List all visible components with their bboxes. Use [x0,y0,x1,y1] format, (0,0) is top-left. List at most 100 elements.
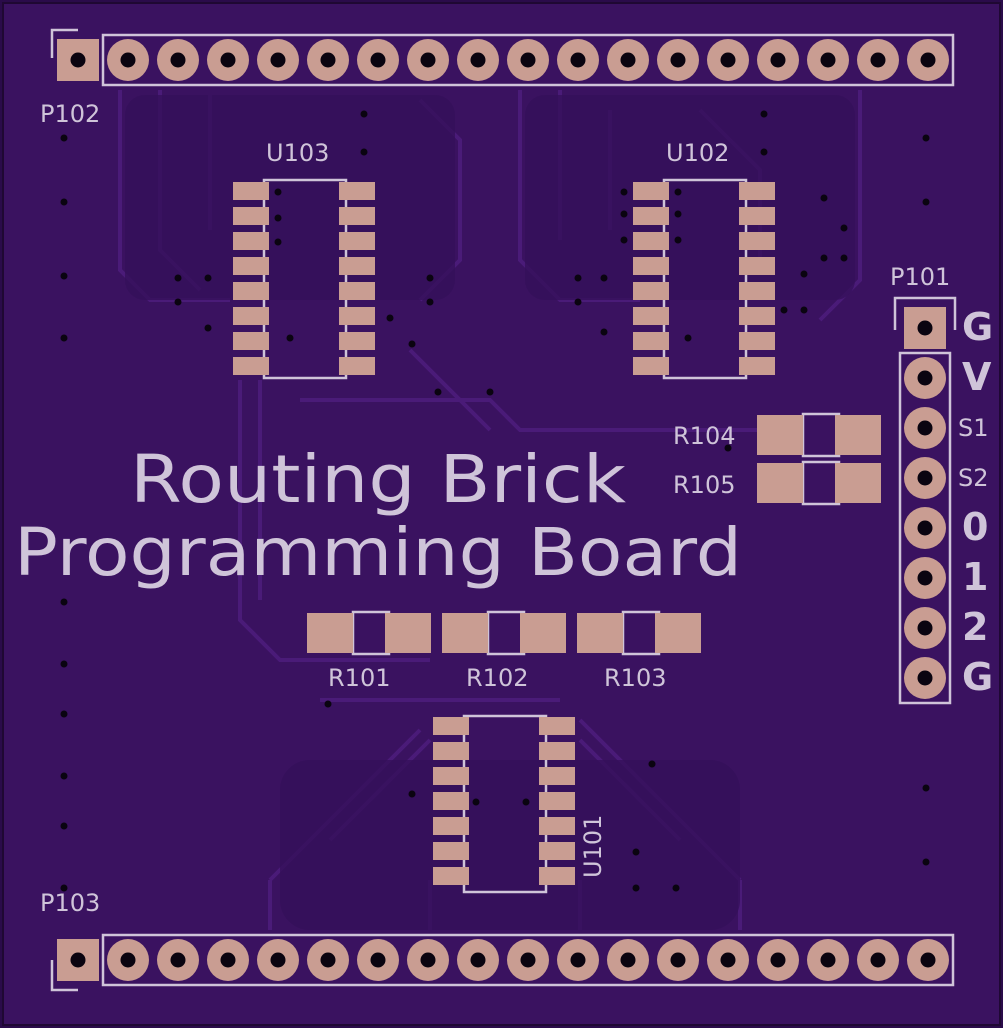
r105-pad-2 [835,463,881,503]
p101-drill-2 [917,370,933,386]
u101-pad-left-2 [433,742,469,760]
u101-pad-right-7 [539,867,575,885]
u103-pad-right-5 [339,282,375,300]
p102-drill-3 [170,52,186,68]
r102-pad-1 [442,613,488,653]
p101-label-s2: S2 [958,464,989,492]
p101-label-g-bottom: G [962,655,993,699]
p102-drill-18 [920,52,936,68]
ref-p103: P103 [40,889,100,917]
u102-pad-left-4 [633,257,669,275]
ref-p101: P101 [890,263,950,291]
p103-drill-6 [320,952,336,968]
u102-pad-right-6 [739,307,775,325]
p101-label-1: 1 [962,555,988,599]
ref-r105: R105 [673,471,735,499]
p101-drill-4 [917,470,933,486]
p101-drill-8 [917,670,933,686]
u102-pad-left-5 [633,282,669,300]
u103-pad-left-3 [233,232,269,250]
u102-pad-left-6 [633,307,669,325]
u103-pad-right-3 [339,232,375,250]
p102-drill-16 [820,52,836,68]
u102-pad-right-5 [739,282,775,300]
p101-label-2: 2 [962,605,988,649]
ref-p102: P102 [40,100,100,128]
r104-pad-1 [757,415,803,455]
u103-pad-left-5 [233,282,269,300]
u102-pad-left-2 [633,207,669,225]
p102-drill-1 [70,52,86,68]
u101-pad-left-1 [433,717,469,735]
board-title-line1: Routing Brick [130,441,627,518]
ref-r104: R104 [673,422,735,450]
u102-pad-left-1 [633,182,669,200]
u101-pad-right-1 [539,717,575,735]
p103-drill-16 [820,952,836,968]
resistor-pads [307,415,881,653]
p103-drill-13 [670,952,686,968]
p102-drill-15 [770,52,786,68]
u101-pad-left-7 [433,867,469,885]
u103-pad-left-6 [233,307,269,325]
p102-drill-4 [220,52,236,68]
p101-drill-3 [917,420,933,436]
u101-pad-right-2 [539,742,575,760]
vias [60,110,930,892]
p102-drill-17 [870,52,886,68]
p102-drill-10 [520,52,536,68]
u101-pad-right-3 [539,767,575,785]
p101-drill-6 [917,570,933,586]
ref-u102: U102 [666,139,729,167]
r105-pad-1 [757,463,803,503]
r104-pad-2 [835,415,881,455]
board-title-line2: Programming Board [14,514,742,591]
ref-r101: R101 [328,664,390,692]
p103-drill-2 [120,952,136,968]
p102-drill-12 [620,52,636,68]
u101-pad-right-6 [539,842,575,860]
p103-drill-9 [470,952,486,968]
u103-pad-left-8 [233,357,269,375]
u102-pad-right-8 [739,357,775,375]
p103-drill-1 [70,952,86,968]
u103-pad-right-8 [339,357,375,375]
p103-drill-18 [920,952,936,968]
p103-drill-17 [870,952,886,968]
u102-pad-left-3 [633,232,669,250]
u102-pad-right-4 [739,257,775,275]
header-p102-pads [57,39,949,81]
p103-drill-8 [420,952,436,968]
u102-pad-right-3 [739,232,775,250]
r103-pad-2 [655,613,701,653]
u103-pad-right-7 [339,332,375,350]
u102-pad-left-7 [633,332,669,350]
u102-pad-right-7 [739,332,775,350]
p103-drill-10 [520,952,536,968]
ref-u101: U101 [579,815,607,878]
p102-drill-8 [420,52,436,68]
p102-drill-5 [270,52,286,68]
u102-pad-right-1 [739,182,775,200]
p101-label-0: 0 [962,505,988,549]
p103-drill-4 [220,952,236,968]
u103-pad-left-1 [233,182,269,200]
u101-pad-right-4 [539,792,575,810]
p103-drill-14 [720,952,736,968]
ref-u103: U103 [266,139,329,167]
u103-pad-left-4 [233,257,269,275]
u102-pad-left-8 [633,357,669,375]
p103-drill-12 [620,952,636,968]
u101-pad-left-4 [433,792,469,810]
p103-drill-11 [570,952,586,968]
u103-pad-right-1 [339,182,375,200]
r103-pad-1 [577,613,623,653]
p103-drill-15 [770,952,786,968]
p102-drill-11 [570,52,586,68]
r101-pad-2 [385,613,431,653]
p102-drill-6 [320,52,336,68]
p102-drill-2 [120,52,136,68]
u103-pad-right-2 [339,207,375,225]
p101-drill-1 [917,320,933,336]
